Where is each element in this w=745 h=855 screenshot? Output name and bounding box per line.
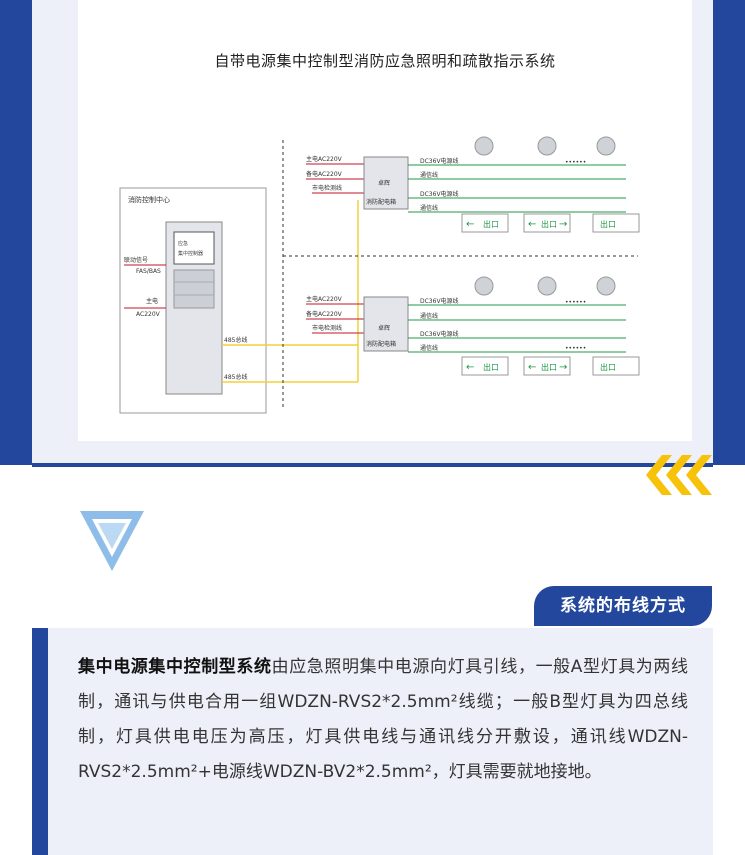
left-navy-border-lower [32, 628, 48, 855]
svg-text:DC36V电源线: DC36V电源线 [420, 157, 459, 165]
svg-text:DC36V电源线: DC36V电源线 [420, 297, 459, 305]
body-paragraph: 集中电源集中控制型系统由应急照明集中电源向灯具引线，一般A型灯具为两线制，通讯与… [78, 650, 688, 790]
svg-text:主电AC220V: 主电AC220V [306, 295, 343, 303]
upper-group: 主电AC220V 备电AC220V 市电检测线 卓辉 消防配电箱 DC36V电源… [306, 136, 640, 233]
card-bottom-border [32, 463, 713, 467]
lower-group: 主电AC220V 备电AC220V 市电检测线 卓辉 消防配电箱 DC36V电源… [306, 276, 640, 376]
lamp [537, 276, 557, 296]
lamp [474, 136, 494, 156]
svg-text:通信线: 通信线 [420, 344, 438, 352]
cabinet-modules [173, 269, 215, 309]
chevron-arrows-icon [646, 455, 712, 495]
svg-text:←: ← [528, 362, 536, 373]
svg-text:主电AC220V: 主电AC220V [306, 155, 343, 163]
lamp [474, 276, 494, 296]
left-navy-border [0, 0, 32, 465]
svg-text:通信线: 通信线 [420, 312, 438, 320]
right-navy-border [713, 0, 745, 465]
diagram-panel: 自带电源集中控制型消防应急照明和疏散指示系统 消防控制中心 应急 集中控制器 联… [78, 0, 692, 441]
svg-text:通信线: 通信线 [420, 204, 438, 212]
svg-text:出口: 出口 [483, 219, 499, 229]
section-heading: 系统的布线方式 [534, 586, 712, 626]
diagram-title: 自带电源集中控制型消防应急照明和疏散指示系统 [214, 52, 556, 70]
svg-text:消防配电箱: 消防配电箱 [366, 340, 396, 348]
distribution-box-lower [363, 296, 409, 352]
exit-sign [461, 213, 509, 233]
svg-text:市电检测线: 市电检测线 [312, 184, 342, 192]
svg-text:备电AC220V: 备电AC220V [306, 310, 343, 318]
svg-text:通信线: 通信线 [420, 171, 438, 179]
exit-sign [592, 356, 640, 376]
lamp [596, 276, 616, 296]
svg-text:出口: 出口 [600, 362, 616, 372]
svg-text:AC220V: AC220V [136, 311, 161, 318]
svg-text:←: ← [466, 362, 474, 373]
lamp [596, 136, 616, 156]
svg-text:备电AC220V: 备电AC220V [306, 170, 343, 178]
svg-text:联动信号: 联动信号 [124, 256, 148, 264]
svg-text:FAS/BAS: FAS/BAS [136, 268, 161, 275]
svg-text:出口: 出口 [541, 219, 557, 229]
svg-text:出口: 出口 [600, 219, 616, 229]
svg-text:DC36V电源线: DC36V电源线 [420, 330, 459, 338]
svg-text:••••••: •••••• [565, 159, 586, 166]
lamp [537, 136, 557, 156]
distribution-box-upper [363, 156, 409, 210]
svg-text:出口: 出口 [483, 362, 499, 372]
text-card [48, 628, 713, 855]
paragraph-text: 由应急照明集中电源向灯具引线，一般A型灯具为两线制，通讯与供电合用一组WDZN-… [78, 657, 688, 782]
svg-text:卓辉: 卓辉 [378, 179, 390, 187]
svg-text:••••••: •••••• [565, 299, 586, 306]
control-center-label: 消防控制中心 [128, 195, 170, 204]
svg-text:→: → [559, 362, 567, 373]
svg-text:应急: 应急 [178, 240, 188, 247]
system-diagram: 消防控制中心 应急 集中控制器 联动信号 FAS/BAS 主电 AC220V 4… [119, 136, 640, 414]
svg-text:卓辉: 卓辉 [378, 324, 390, 332]
svg-text:消防配电箱: 消防配电箱 [366, 198, 396, 206]
svg-text:主电: 主电 [146, 297, 158, 305]
bold-lead: 集中电源集中控制型系统 [78, 657, 272, 677]
exit-sign [523, 356, 571, 376]
svg-text:DC36V电源线: DC36V电源线 [420, 190, 459, 198]
exit-sign [523, 213, 571, 233]
svg-text:→: → [559, 219, 567, 230]
down-triangle-icon [80, 511, 144, 571]
svg-text:←: ← [528, 219, 536, 230]
svg-text:市电检测线: 市电检测线 [312, 324, 342, 332]
control-center-box [119, 187, 267, 414]
svg-text:集中控制器: 集中控制器 [178, 250, 203, 257]
svg-text:485总线: 485总线 [224, 373, 247, 381]
cabinet-screen [173, 231, 215, 265]
exit-sign [461, 356, 509, 376]
svg-text:←: ← [466, 219, 474, 230]
svg-text:出口: 出口 [541, 362, 557, 372]
svg-text:••••••: •••••• [565, 345, 586, 352]
svg-text:485总线: 485总线 [224, 336, 247, 344]
exit-sign [592, 213, 640, 233]
